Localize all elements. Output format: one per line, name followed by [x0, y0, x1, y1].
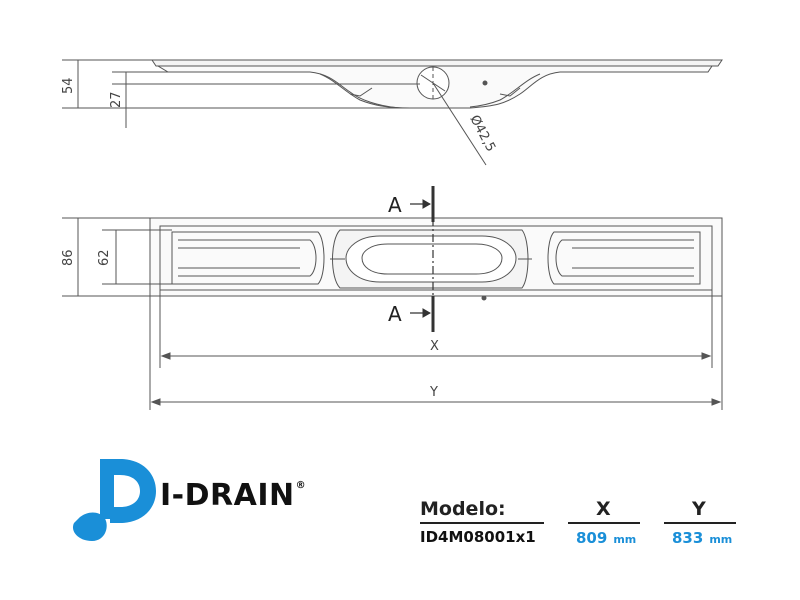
brand-name-text: I-DRAIN [160, 478, 295, 513]
dim-y-label: Y [429, 385, 438, 400]
spec-y-label: Y [692, 498, 706, 520]
i-drain-logo-mark [72, 459, 156, 541]
dim-27: 27 [109, 91, 124, 108]
section-label-bottom: A [388, 302, 402, 326]
spec-x-underline [568, 522, 640, 524]
top-view-dims [62, 217, 723, 410]
spec-x-unit: mm [613, 533, 637, 546]
spec-model-label: Modelo: [420, 498, 506, 520]
spec-model-underline [420, 522, 544, 524]
spec-x-value: 809 [576, 529, 608, 547]
top-view [149, 217, 723, 301]
spec-x: 809 mm [576, 528, 636, 547]
side-view [151, 59, 723, 166]
section-label-top: A [388, 193, 402, 217]
dim-54: 54 [61, 77, 76, 94]
spec-model-value: ID4M08001x1 [420, 528, 536, 546]
technical-drawing: Ø42,5 54 27 [61, 59, 723, 410]
spec-x-label: X [596, 498, 611, 520]
spec-y: 833 mm [672, 528, 732, 547]
dim-86: 86 [61, 249, 76, 266]
dim-62: 62 [97, 249, 112, 266]
spec-y-value: 833 [672, 529, 704, 547]
dim-diameter: Ø42,5 [466, 113, 498, 155]
dim-x-label: X [430, 339, 439, 354]
spec-y-unit: mm [709, 533, 733, 546]
brand-registered-mark: ® [295, 480, 307, 491]
side-view-dims [62, 59, 420, 128]
brand-name: I-DRAIN® [160, 478, 306, 513]
spec-y-underline [664, 522, 736, 524]
section-line [410, 186, 435, 332]
